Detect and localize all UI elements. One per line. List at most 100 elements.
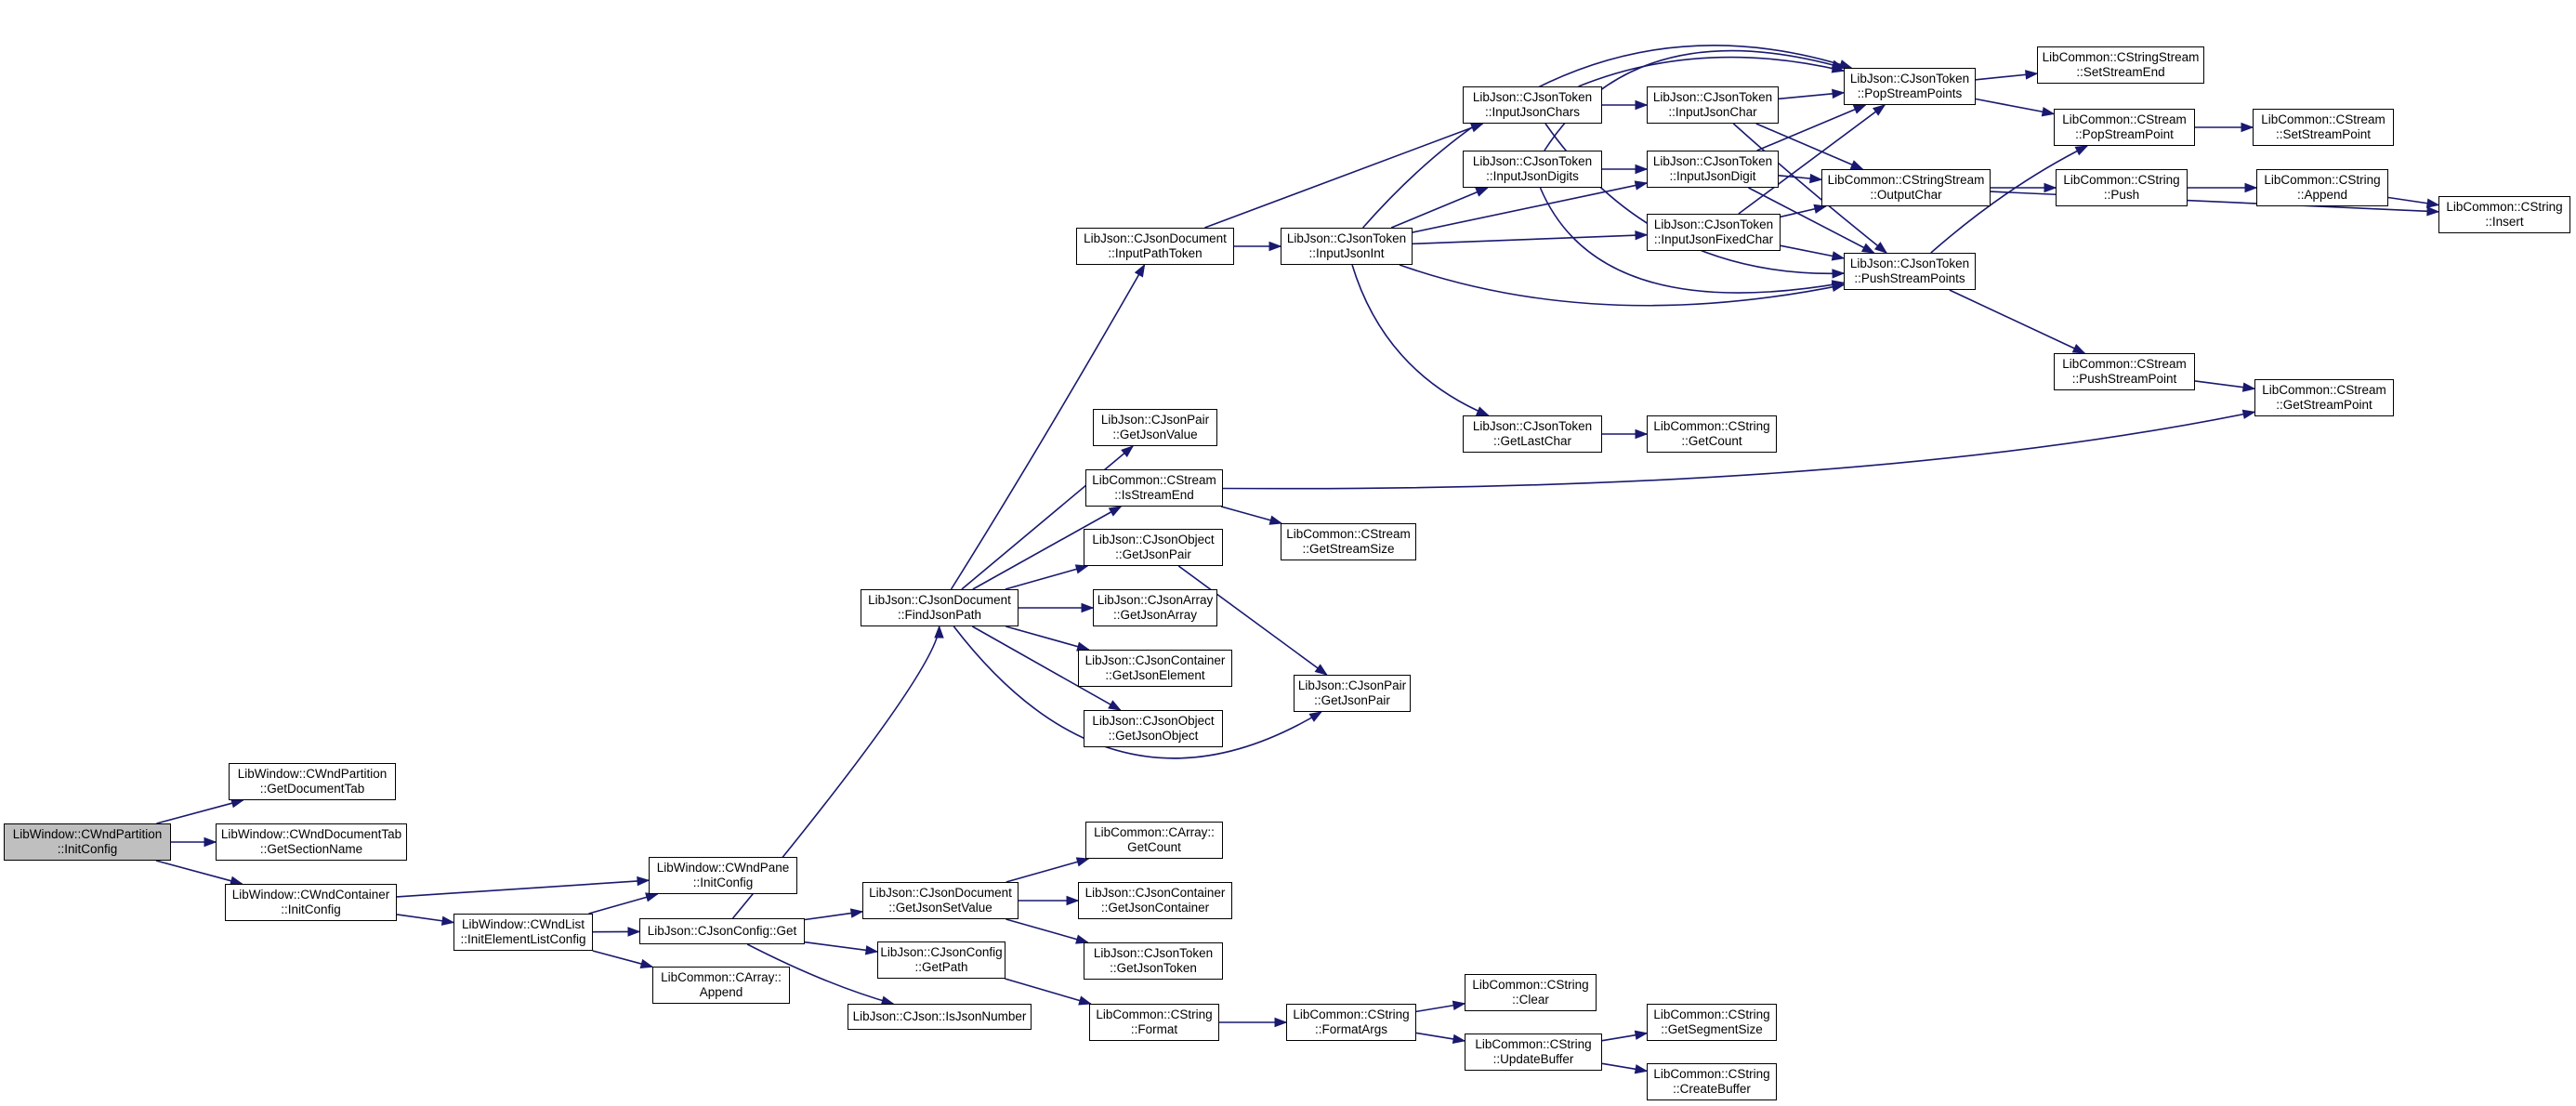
node-in-json-char[interactable]: LibJson::CJsonToken::InputJsonChar [1647,86,1779,124]
node-cfg-path[interactable]: LibJson::CJsonConfig::GetPath [877,941,1005,979]
node-update-buffer[interactable]: LibCommon::CString::UpdateBuffer [1465,1034,1602,1071]
node-label-line2: ::FindJsonPath [897,608,982,622]
node-label-line1: LibCommon::CStream [1092,473,1216,487]
node-label-line2: ::GetDocumentTab [259,782,365,796]
edge-in-json-chars-to-push-stream [1544,123,1845,275]
arrowhead-in-path-token [1134,263,1146,278]
arrowhead-arr-append [639,958,654,969]
arrowhead-pop-stream [1831,59,1846,70]
node-label-line1: LibJson::CJsonToken [1093,946,1214,960]
node-find-path[interactable]: LibJson::CJsonDocument::FindJsonPath [861,589,1019,626]
node-is-number[interactable]: LibJson::CJson::IsJsonNumber [848,1004,1032,1030]
node-pop-stream-point[interactable]: LibCommon::CStream::PopStreamPoint [2054,109,2195,146]
node-label-line2: GetCount [1127,840,1181,854]
arrowhead-in-json-digits [1475,187,1490,197]
node-label-line1: LibJson::CJsonToken [1472,419,1593,433]
edge-cfg-get-to-is-number [746,943,894,1005]
node-label-line1: LibCommon::CArray:: [1094,825,1215,839]
arrowhead-pop-stream [1832,88,1846,99]
edge-push-stream-to-pop-stream-point [1930,145,2088,254]
node-str-clear[interactable]: LibCommon::CString::Clear [1465,974,1597,1011]
node-obj-get-obj[interactable]: LibJson::CJsonObject::GetJsonObject [1084,710,1223,747]
node-get-set-value[interactable]: LibJson::CJsonDocument::GetJsonSetValue [862,882,1019,919]
node-in-json-digits[interactable]: LibJson::CJsonToken::InputJsonDigits [1463,151,1602,188]
arrowhead-cfg-get [627,927,641,937]
node-label-line2: ::GetCount [1681,434,1742,448]
node-in-json-chars[interactable]: LibJson::CJsonToken::InputJsonChars [1463,86,1602,124]
node-list-init[interactable]: LibWindow::CWndList::InitElementListConf… [453,914,593,951]
node-arr-append[interactable]: LibCommon::CArray::Append [652,967,790,1004]
edge-in-json-int-to-in-fixed-char [1412,233,1648,245]
arrowhead-cont-get-cont [1066,895,1080,906]
node-in-json-digit[interactable]: LibJson::CJsonToken::InputJsonDigit [1647,151,1779,188]
node-label-line2: ::GetJsonValue [1112,428,1198,441]
node-get-doc-tab[interactable]: LibWindow::CWndPartition::GetDocumentTab [229,763,396,800]
node-pane-init[interactable]: LibWindow::CWndPane::InitConfig [649,857,797,894]
node-cont-get-elem[interactable]: LibJson::CJsonContainer::GetJsonElement [1078,650,1232,687]
arrowhead-str-get-count [1635,428,1649,440]
arrowhead-push-stream [1832,269,1846,279]
node-get-section-name[interactable]: LibWindow::CWndDocumentTab::GetSectionNa… [216,823,407,861]
node-is-stream-end[interactable]: LibCommon::CStream::IsStreamEnd [1085,469,1223,507]
node-str-get-count[interactable]: LibCommon::CString::GetCount [1647,415,1777,453]
node-label-line2: ::GetPath [914,960,968,974]
node-label-line1: LibJson::CJsonObject [1092,533,1215,546]
node-output-char[interactable]: LibCommon::CStringStream::OutputChar [1821,169,1991,206]
node-label-line1: LibWindow::CWndPartition [12,827,163,841]
arrowhead-arr-get-array [1081,602,1095,613]
node-tok-get-token[interactable]: LibJson::CJsonToken::GetJsonToken [1084,942,1223,980]
arrowhead-push-stream [1860,243,1875,254]
node-pop-stream[interactable]: LibJson::CJsonToken::PopStreamPoints [1844,68,1976,105]
arrowhead-update-buffer [1452,1034,1466,1045]
node-label-line1: LibJson::CJsonArray [1097,593,1214,607]
node-label-line1: LibWindow::CWndContainer [231,888,390,902]
edge-in-path-token-to-in-json-chars [1204,123,1483,229]
node-label-line2: ::GetStreamSize [1302,542,1395,556]
node-cont-get-cont[interactable]: LibJson::CJsonContainer::GetJsonContaine… [1078,882,1232,919]
arrowhead-get-stream-size [1268,515,1283,525]
node-label-line2: ::InitConfig [692,876,754,889]
node-in-fixed-char[interactable]: LibJson::CJsonToken::InputJsonFixedChar [1647,214,1781,251]
node-label-line2: Append [699,985,743,999]
arrowhead-push-stream [1831,280,1846,290]
node-set-stream-point[interactable]: LibCommon::CStream::SetStreamPoint [2253,109,2394,146]
node-label-line2: ::InputJsonChars [1484,105,1581,119]
node-label-line1: LibWindow::CWndPartition [237,767,388,781]
node-label-line2: ::FormatArgs [1314,1022,1387,1036]
node-get-seg-size[interactable]: LibCommon::CString::GetSegmentSize [1647,1004,1777,1041]
node-str-format[interactable]: LibCommon::CString::Format [1089,1004,1219,1041]
arrowhead-cfg-path [864,945,879,955]
node-label-line1: LibCommon::CString [1653,1007,1770,1021]
node-pair-get-value[interactable]: LibJson::CJsonPair::GetJsonValue [1093,409,1217,446]
node-obj-get-pair[interactable]: LibJson::CJsonObject::GetJsonPair [1084,529,1223,566]
edge-in-json-int-to-pop-stream [1362,45,1852,229]
node-in-json-int[interactable]: LibJson::CJsonToken::InputJsonInt [1281,228,1413,265]
node-push-stream-point[interactable]: LibCommon::CStream::PushStreamPoint [2054,353,2195,390]
node-label-line1: LibJson::CJsonToken [1653,217,1774,231]
node-cont-init[interactable]: LibWindow::CWndContainer::InitConfig [225,884,397,921]
node-set-stream-end[interactable]: LibCommon::CStringStream::SetStreamEnd [2037,46,2204,84]
node-get-stream-point[interactable]: LibCommon::CStream::GetStreamPoint [2254,379,2394,416]
node-root[interactable]: LibWindow::CWndPartition::InitConfig [4,823,171,861]
node-in-path-token[interactable]: LibJson::CJsonDocument::InputPathToken [1076,228,1234,265]
node-label-line1: LibJson::CJsonToken [1849,257,1970,270]
edge-find-path-to-is-stream-end [972,506,1122,590]
node-pair-get-pair[interactable]: LibJson::CJsonPair::GetJsonPair [1294,675,1411,712]
arrowhead-arr-get-count [1075,857,1090,867]
arrowhead-output-char [1809,173,1823,184]
node-get-last-char[interactable]: LibJson::CJsonToken::GetLastChar [1463,415,1602,453]
node-label-line1: LibCommon::CString [1096,1007,1213,1021]
node-arr-get-array[interactable]: LibJson::CJsonArray::GetJsonArray [1093,589,1217,626]
node-get-stream-size[interactable]: LibCommon::CStream::GetStreamSize [1281,523,1416,560]
arrowhead-pane-init [637,876,651,887]
node-cfg-get[interactable]: LibJson::CJsonConfig::Get [639,918,805,944]
node-str-append[interactable]: LibCommon::CString::Append [2256,169,2388,206]
node-create-buffer[interactable]: LibCommon::CString::CreateBuffer [1647,1063,1777,1100]
node-arr-get-count[interactable]: LibCommon::CArray::GetCount [1085,822,1223,859]
arrowhead-str-push [2044,182,2057,193]
node-format-args[interactable]: LibCommon::CString::FormatArgs [1286,1004,1416,1041]
node-label-line2: ::PushStreamPoints [1854,271,1965,285]
node-push-stream[interactable]: LibJson::CJsonToken::PushStreamPoints [1844,253,1976,290]
node-str-insert[interactable]: LibCommon::CString::Insert [2438,196,2570,233]
node-str-push[interactable]: LibCommon::CString::Push [2056,169,2188,206]
